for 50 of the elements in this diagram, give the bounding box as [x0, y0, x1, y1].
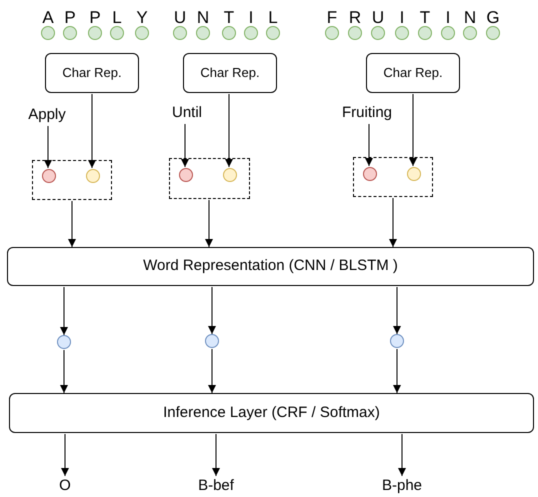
letter-label: I [248, 9, 254, 26]
letter-label: L [111, 9, 123, 26]
arrow [208, 348, 216, 394]
letter-label: N [196, 9, 210, 26]
layer-box: Word Representation (CNN / BLSTM ) [7, 247, 534, 286]
arrow [205, 200, 213, 248]
group-box [32, 160, 112, 200]
arrow [393, 348, 401, 394]
arrow [212, 434, 220, 476]
arrow [389, 198, 397, 248]
arrow [60, 286, 68, 336]
arrow [225, 94, 233, 168]
arrow [61, 434, 69, 476]
process-box: Char Rep. [183, 53, 277, 93]
arrow [60, 350, 68, 394]
letter-label: L [267, 9, 279, 26]
output-label: O [55, 476, 75, 496]
arrow [181, 124, 189, 168]
letter-label: A [41, 9, 55, 26]
letter-label: R [348, 9, 362, 26]
arrow [365, 124, 373, 166]
process-box: Char Rep. [45, 53, 139, 93]
group-box [353, 157, 433, 197]
letter-label: U [172, 9, 188, 26]
letter-label: U [370, 9, 386, 26]
letter-label: I [398, 9, 406, 26]
letter-label: P [88, 9, 102, 26]
letter-label: I [444, 9, 452, 26]
letter-label: G [485, 9, 501, 26]
letter-label: N [462, 9, 478, 26]
output-label: B-phe [375, 476, 429, 496]
word-label: Apply [20, 105, 74, 125]
letter-label: P [63, 9, 77, 26]
arrow [44, 126, 52, 168]
arrow [393, 286, 401, 334]
arrow [88, 94, 96, 168]
letter-label: Y [135, 9, 149, 26]
layer-box: Inference Layer (CRF / Softmax) [9, 393, 534, 433]
process-box: Char Rep. [366, 53, 460, 93]
output-label: B-bef [192, 476, 240, 496]
arrow [208, 286, 216, 334]
word-label: Fruiting [334, 103, 400, 123]
word-label: Until [166, 103, 208, 123]
letter-label: T [418, 9, 432, 26]
group-box [169, 158, 250, 199]
arrow [68, 200, 76, 248]
letter-label: T [222, 9, 236, 26]
arrow [398, 434, 406, 476]
arrow [409, 94, 417, 166]
letter-label: F [326, 9, 338, 26]
